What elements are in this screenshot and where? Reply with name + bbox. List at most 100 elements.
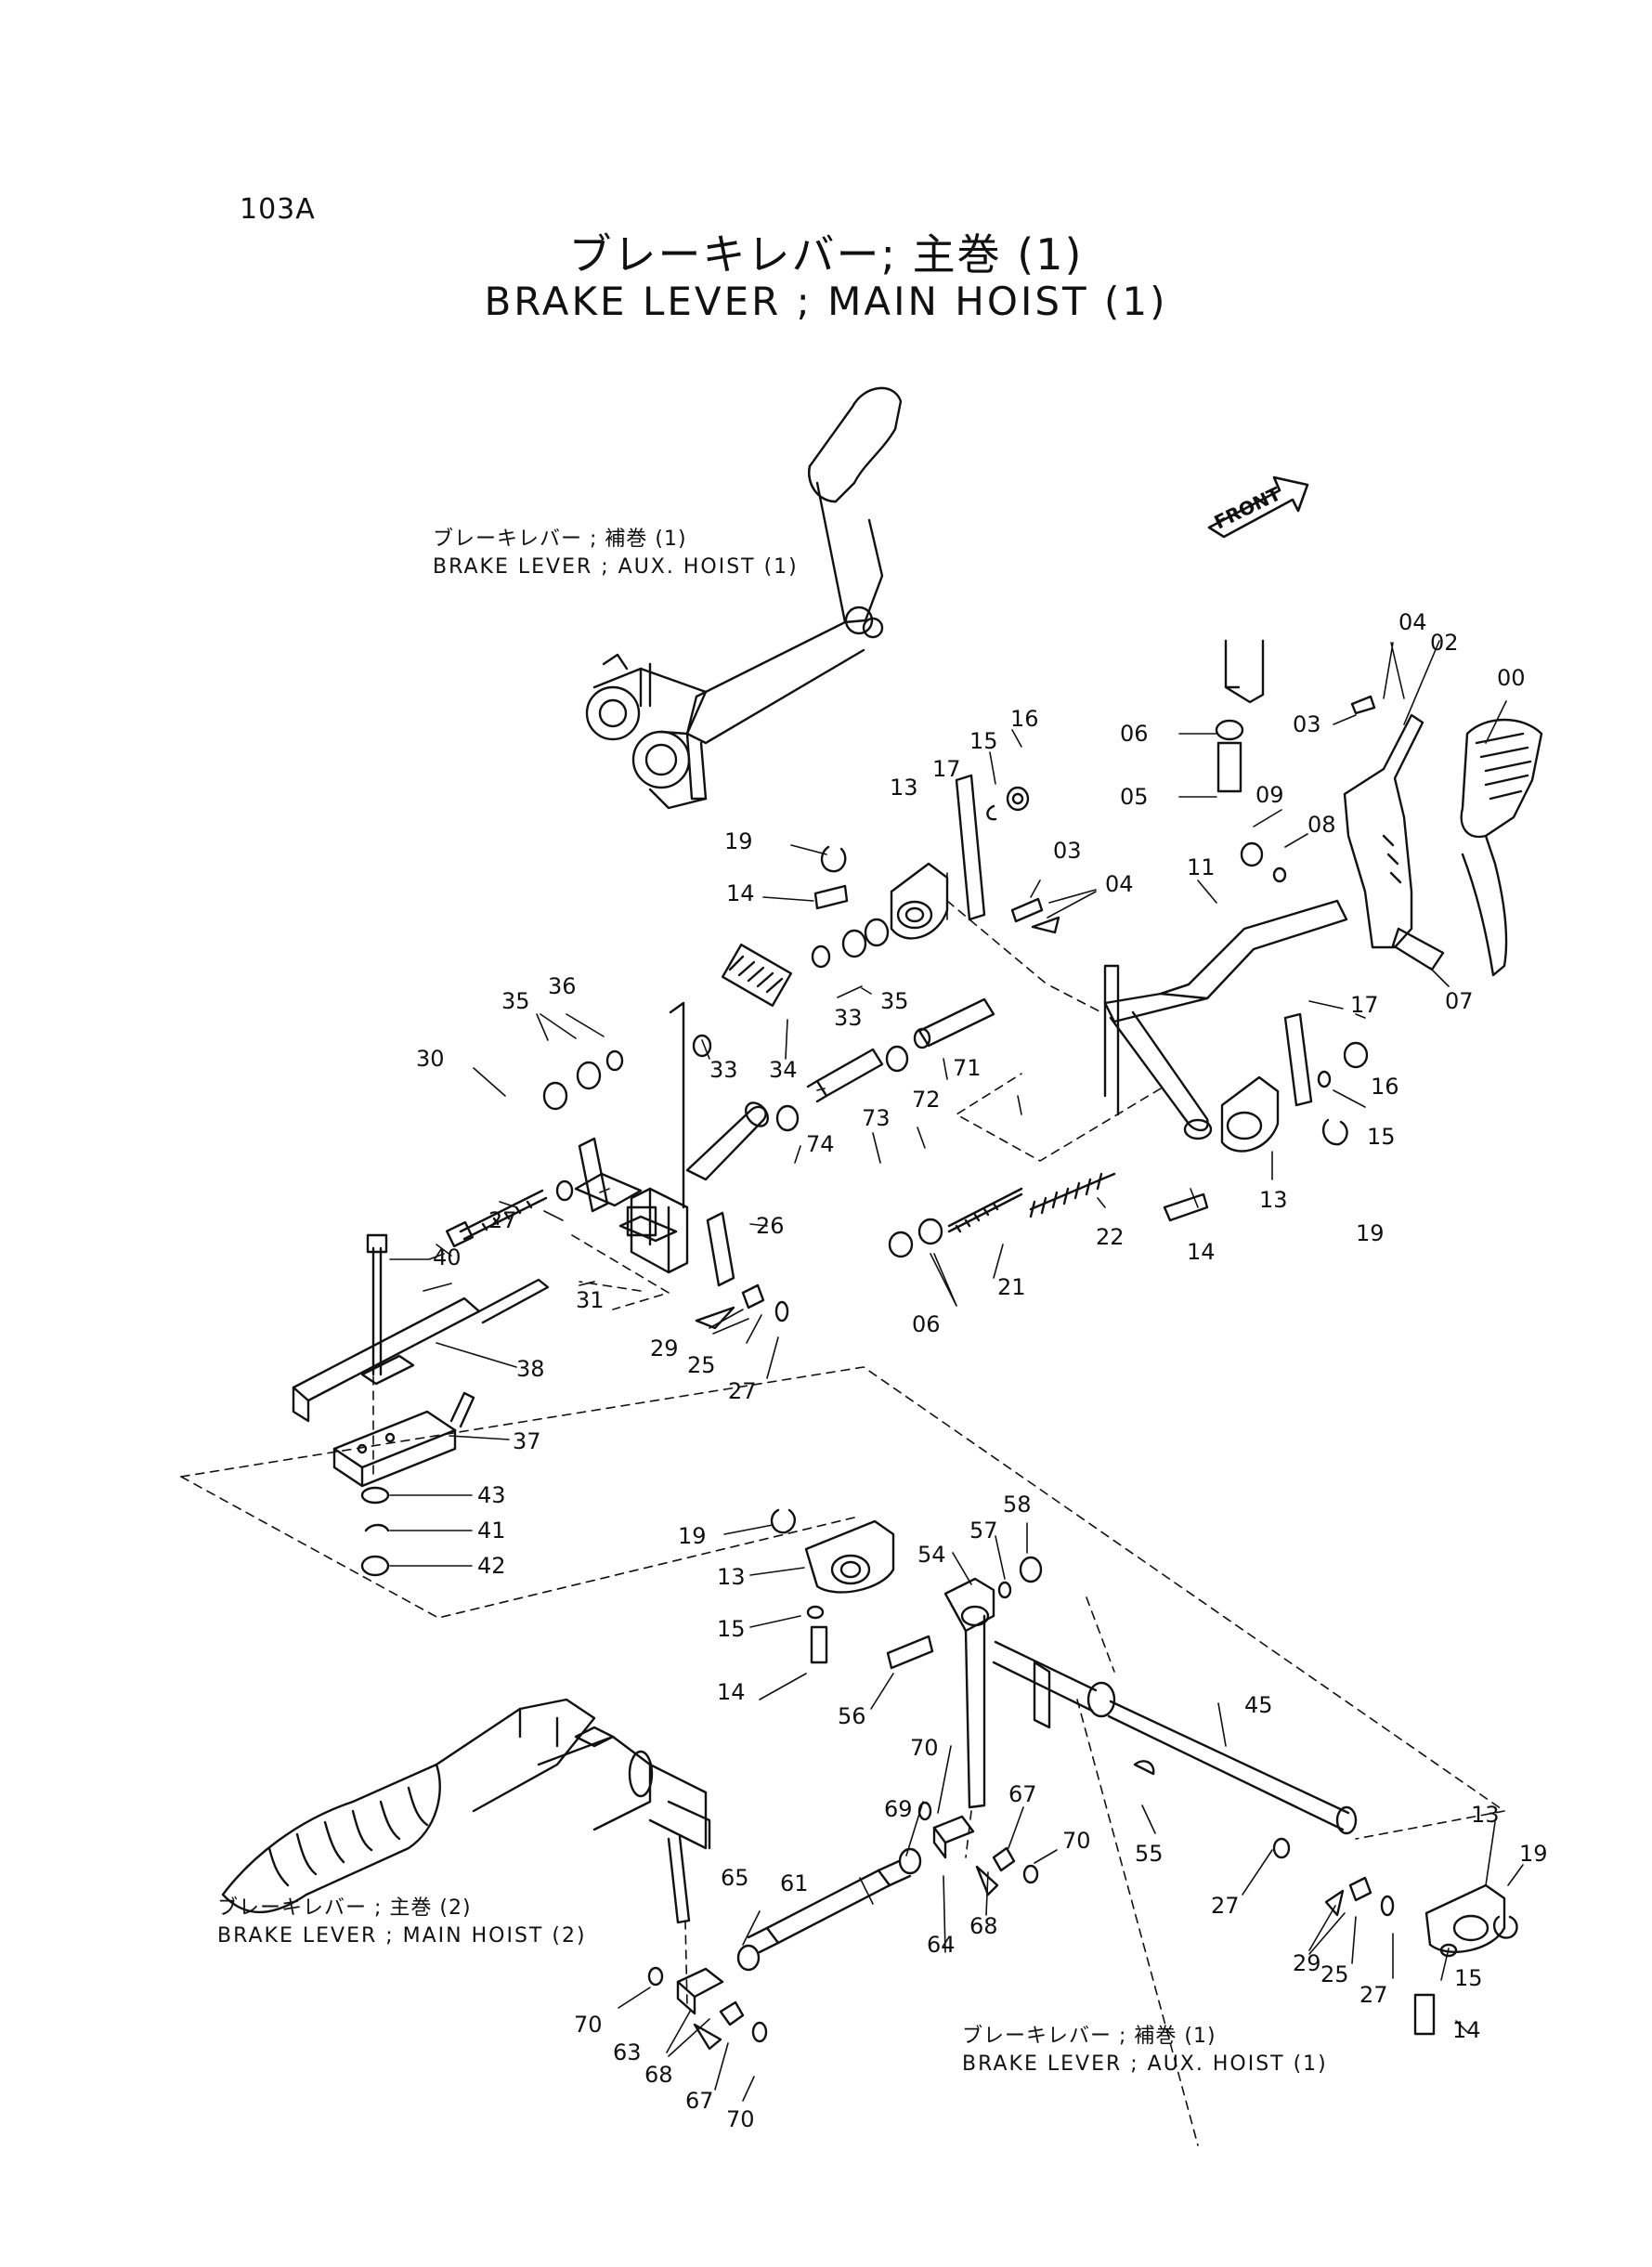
- lever-54: [943, 1577, 995, 1809]
- callout-27-d: 27: [1359, 1982, 1388, 2008]
- callout-37: 37: [513, 1428, 541, 1454]
- callout-35: 35: [501, 988, 530, 1014]
- plate-17-upper: [955, 774, 986, 921]
- reference-label-japanese: ブレーキレバー ; 補巻 (1): [962, 2025, 1216, 2048]
- bolt-30: [445, 1189, 548, 1248]
- block-37: [332, 1391, 475, 1488]
- callout-15-b: 15: [1367, 1124, 1396, 1150]
- callout-30: 30: [416, 1046, 445, 1072]
- callout-14-b: 14: [1187, 1239, 1216, 1265]
- callout-71: 71: [953, 1055, 982, 1081]
- bracket-top: [1224, 639, 1265, 704]
- callout-22: 22: [1096, 1224, 1125, 1250]
- callout-27-c: 27: [1211, 1893, 1240, 1919]
- callout-13-d: 13: [1471, 1802, 1500, 1828]
- callout-13-b: 13: [1259, 1187, 1288, 1213]
- callout-19-b: 19: [1356, 1220, 1385, 1246]
- pivot-64: [932, 1815, 975, 1859]
- callout-16: 16: [1010, 706, 1039, 732]
- callout-70: 70: [910, 1735, 939, 1761]
- callout-07: 07: [1445, 988, 1474, 1014]
- callout-19: 19: [724, 828, 753, 854]
- callout-42: 42: [477, 1553, 506, 1579]
- clevis-bracket-upper: [618, 1001, 689, 1274]
- callout-41: 41: [477, 1518, 506, 1544]
- callout-04: 04: [1398, 609, 1427, 635]
- callout-34: 34: [769, 1057, 798, 1083]
- reference-label-english: BRAKE LEVER ; MAIN HOIST (2): [217, 1924, 587, 1948]
- callout-04-b: 04: [1105, 871, 1134, 897]
- bearing-housing-13-right: [1220, 1075, 1280, 1153]
- callout-05: 05: [1120, 784, 1149, 810]
- link-38: [292, 1278, 550, 1423]
- relation-lines: [180, 900, 1505, 2146]
- rod-21: [947, 1187, 1023, 1233]
- leader-lines: [389, 640, 1524, 2102]
- bearing-housing-13-upper: [890, 862, 949, 940]
- callout-65: 65: [721, 1865, 749, 1891]
- callout-03-b: 03: [1053, 838, 1082, 864]
- lever-arm-11: [1103, 899, 1348, 1140]
- callout-70-b: 70: [1062, 1828, 1091, 1854]
- callout-31: 31: [576, 1287, 605, 1313]
- callout-33: 33: [834, 1005, 863, 1031]
- callout-19-c: 19: [678, 1523, 707, 1549]
- reference-aux-hoist-top: ブレーキレバー ; 補巻 (1) BRAKE LEVER ; AUX. HOIS…: [433, 526, 799, 581]
- callout-25-b: 25: [1320, 1961, 1349, 1987]
- callout-27: 27: [488, 1207, 517, 1233]
- callout-14: 14: [726, 880, 755, 906]
- callout-55: 55: [1135, 1841, 1164, 1867]
- callout-17-b: 17: [1350, 992, 1379, 1018]
- callout-45: 45: [1244, 1692, 1273, 1718]
- callout-16-b: 16: [1371, 1074, 1399, 1100]
- callout-21: 21: [997, 1274, 1026, 1300]
- callout-73: 73: [862, 1105, 891, 1131]
- adjust-bolt-73: [806, 1048, 884, 1103]
- reference-label-english: BRAKE LEVER ; AUX. HOIST (1): [433, 555, 799, 579]
- callout-14-c: 14: [717, 1679, 746, 1705]
- callout-58: 58: [1003, 1492, 1032, 1518]
- reference-main-hoist-2: ブレーキレバー ; 主巻 (2) BRAKE LEVER ; MAIN HOIS…: [217, 1895, 587, 1950]
- callout-40: 40: [433, 1244, 462, 1270]
- callout-38: 38: [516, 1356, 545, 1382]
- callout-61: 61: [780, 1870, 809, 1896]
- reference-label-japanese: ブレーキレバー ; 主巻 (2): [217, 1896, 472, 1920]
- callout-64: 64: [927, 1932, 956, 1958]
- callout-13-c: 13: [717, 1564, 746, 1590]
- callout-69: 69: [884, 1796, 913, 1822]
- callout-70-c: 70: [574, 2012, 603, 2038]
- callout-63: 63: [613, 2039, 642, 2065]
- callout-13: 13: [890, 775, 918, 801]
- plate-17-right: [1283, 1012, 1313, 1107]
- shaft-45: [992, 1640, 1358, 1835]
- callout-54: 54: [917, 1542, 946, 1568]
- main-hoist-2-reference-drawing: [221, 1698, 711, 1924]
- clevis-63: [676, 1967, 724, 2015]
- callout-29-b: 29: [1293, 1950, 1321, 1976]
- callout-57: 57: [969, 1518, 998, 1544]
- bolt-40: [366, 1233, 388, 1376]
- callout-26: 26: [756, 1213, 785, 1239]
- callout-67: 67: [1008, 1781, 1037, 1807]
- callout-67-b: 67: [685, 2088, 714, 2114]
- callout-27-b: 27: [728, 1378, 757, 1404]
- plates-31: [574, 1137, 735, 1287]
- callout-29: 29: [650, 1335, 679, 1362]
- bearing-housing-13-lower: [804, 1519, 895, 1594]
- link-71: [913, 997, 995, 1049]
- brake-pedal-lever: [1343, 713, 1543, 977]
- reference-label-japanese: ブレーキレバー ; 補巻 (1): [433, 528, 687, 551]
- spring-34: [721, 943, 793, 1008]
- callout-19-d: 19: [1519, 1841, 1548, 1867]
- aux-hoist-lever-reference-drawing: [585, 386, 903, 810]
- callout-02: 02: [1430, 630, 1459, 656]
- callout-11: 11: [1187, 854, 1216, 880]
- callout-14-d: 14: [1452, 2017, 1481, 2043]
- front-arrow-icon: FRONT: [1207, 476, 1309, 539]
- spring-22: [1029, 1172, 1116, 1218]
- callout-06-b: 06: [912, 1311, 941, 1337]
- callout-35-b: 35: [880, 988, 909, 1014]
- pin-26: [685, 1101, 770, 1181]
- reference-aux-hoist-bottom: ブレーキレバー ; 補巻 (1) BRAKE LEVER ; AUX. HOIS…: [962, 2023, 1328, 2078]
